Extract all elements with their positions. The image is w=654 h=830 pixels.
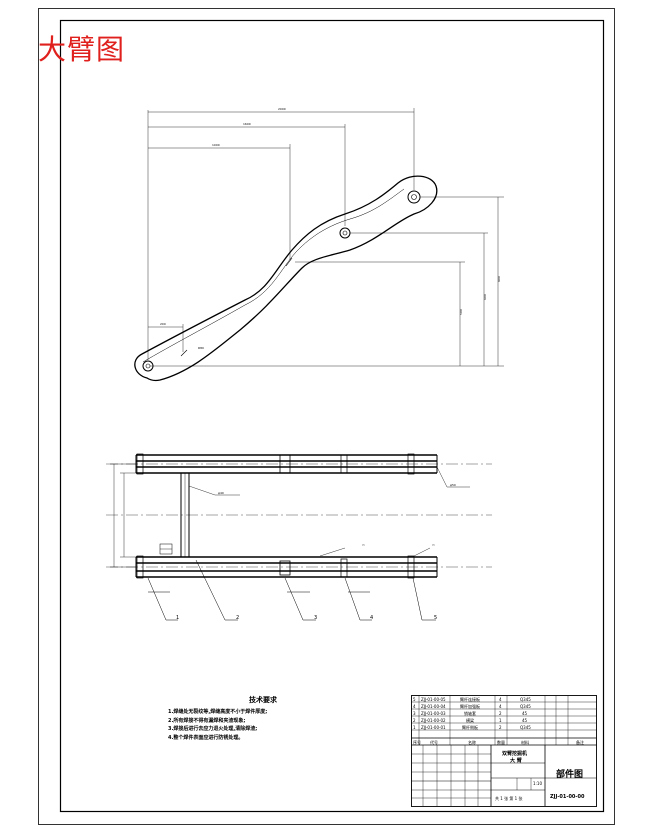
top-view-dimensions — [147, 108, 504, 367]
svg-text:600: 600 — [483, 294, 487, 300]
svg-text:φ40: φ40 — [218, 491, 224, 495]
callout-2: 2 — [236, 615, 240, 621]
svg-text:▭: ▭ — [432, 543, 435, 547]
svg-text:1600: 1600 — [243, 122, 251, 126]
svg-text:200: 200 — [160, 322, 166, 326]
bom-code-5: ZJJ-01-00-01 — [421, 725, 446, 730]
bom-name-4: 横梁 — [466, 718, 474, 723]
bom-mat-3: 45 — [522, 711, 528, 716]
sheet-info: 共 1 张 第 1 张 — [495, 796, 523, 801]
bom-mat-2: Q345 — [520, 704, 531, 709]
bom-qty-5: 2 — [499, 725, 502, 730]
outer-frame — [38, 8, 615, 825]
svg-text:500: 500 — [459, 309, 463, 315]
bom-header-name: 名称 — [468, 740, 476, 745]
bom-qty-3: 2 — [499, 711, 502, 716]
plan-view-dim-texts: φ40 φ50 ▭ ▭ — [218, 483, 456, 547]
callout-3: 3 — [314, 615, 318, 621]
bom-no-1: 5 — [413, 697, 416, 702]
boom-plan-view — [135, 453, 438, 579]
bom-no-2: 4 — [413, 704, 416, 709]
plan-view-centerlines — [106, 463, 492, 568]
tech-req-item-1: 1.焊缝处无裂纹等,焊缝高度不小于焊件厚度; — [168, 709, 268, 715]
bom-mat-4: 45 — [522, 718, 528, 723]
boom-side-view — [134, 175, 438, 382]
callout-leaders — [147, 559, 436, 621]
callout-1: 1 — [176, 615, 180, 621]
tech-req-item-3: 3.焊接后进行去应力退火处理,清除焊渣; — [168, 726, 258, 732]
svg-text:900: 900 — [497, 276, 501, 282]
bom-name-5: 臂杆侧板 — [462, 725, 478, 730]
bom-code-4: ZJJ-01-00-02 — [421, 718, 446, 723]
callout-4: 4 — [370, 615, 374, 621]
bom-qty-2: 4 — [499, 704, 502, 709]
bom-header-mat: 材料 — [521, 740, 529, 745]
svg-text:1000: 1000 — [212, 143, 220, 147]
top-view-dim-texts: 2000 1600 1000 200 900 600 500 R80 — [160, 107, 501, 350]
bom-header-remark: 备注 — [576, 740, 584, 745]
bom-mat-5: Q345 — [520, 725, 531, 730]
bom-mat-1: Q345 — [520, 697, 531, 702]
bom-header-no: 序号 — [413, 740, 421, 745]
drawing-type: 部件图 — [556, 770, 584, 780]
inner-frame — [59, 19, 605, 813]
part-name: 双臂挖掘机 — [502, 751, 528, 757]
title-block-lines — [411, 695, 597, 807]
bom-qty-1: 4 — [499, 697, 502, 702]
plan-view-dimensions — [110, 463, 470, 568]
bom-header-code: 代号 — [430, 740, 438, 745]
bom-name-3: 销轴套 — [464, 711, 476, 716]
drawing-scale: 1:10 — [533, 781, 542, 786]
svg-text:φ50: φ50 — [450, 483, 456, 487]
bom-qty-4: 1 — [499, 718, 502, 723]
bom-code-2: ZJJ-01-00-04 — [421, 704, 446, 709]
bom-name-1: 臂杆连接板 — [460, 697, 480, 702]
bom-no-4: 2 — [413, 718, 416, 723]
technical-requirements: 技术要求 1.焊缝处无裂纹等,焊缝高度不小于焊件厚度; 2.所有焊接不得有漏焊和… — [168, 695, 358, 742]
drawing-number: ZJJ-01-00-00 — [550, 794, 585, 800]
tech-req-item-2: 2.所有焊接不得有漏焊和夹渣现象; — [168, 717, 246, 724]
tech-req-item-4: 4.整个焊件表面应进行防锈处理。 — [168, 734, 244, 741]
bom-no-3: 3 — [413, 711, 416, 716]
callout-5: 5 — [434, 615, 438, 621]
tech-req-title: 技术要求 — [249, 696, 277, 704]
bom-no-5: 1 — [413, 725, 416, 730]
svg-text:R80: R80 — [198, 346, 204, 350]
part-sub: 大 臂 — [510, 758, 522, 764]
svg-text:2000: 2000 — [278, 107, 286, 111]
drawing-title: 大臂图 — [38, 33, 126, 66]
bom-code-3: ZJJ-01-00-03 — [421, 711, 446, 716]
bom-header-qty: 数量 — [497, 740, 505, 745]
svg-text:▭: ▭ — [362, 543, 365, 547]
bom-name-2: 臂杆加强板 — [460, 704, 480, 709]
bom-code-1: ZJJ-01-00-05 — [421, 697, 446, 702]
